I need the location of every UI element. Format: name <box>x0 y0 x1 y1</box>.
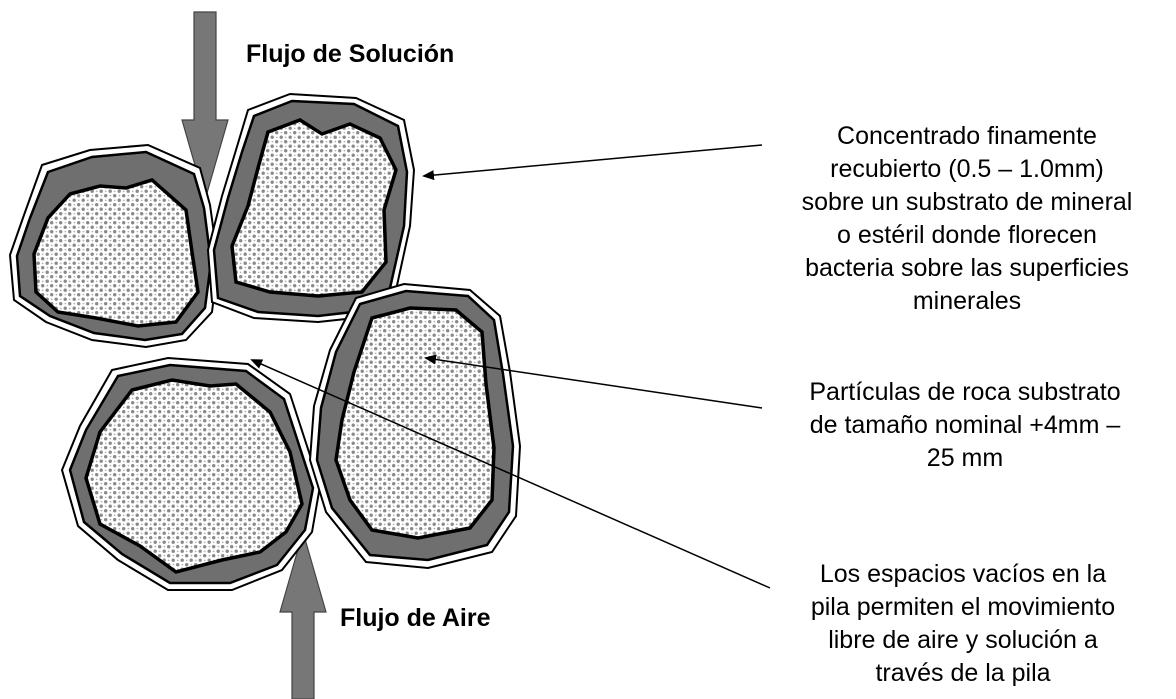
particles-annotation-line: 25 mm <box>926 444 1004 472</box>
coating-annotation-line: minerales <box>912 287 1022 315</box>
voids-annotation: Los espacios vacíos en la pila permiten … <box>772 558 1154 690</box>
rock-particle-top-center <box>206 92 416 324</box>
coating-annotation-line: o estéril donde florecen <box>837 221 1097 249</box>
coating-annotation-line: recubierto (0.5 – 1.0mm) <box>830 155 1104 183</box>
coating-annotation-line: sobre un substrato de mineral <box>801 188 1133 216</box>
coating-leader-line <box>422 144 763 181</box>
particles-annotation-line: de tamaño nominal +4mm – <box>809 411 1121 439</box>
rock-particle-bottom-right <box>308 282 522 570</box>
air-flow-label: Flujo de Aire <box>340 604 491 632</box>
voids-leader-line <box>250 359 771 589</box>
particles-annotation-line: Partículas de roca substrato <box>809 378 1121 406</box>
coating-annotation: Concentrado finamente recubierto (0.5 – … <box>766 120 1168 318</box>
voids-annotation-line: través de la pila <box>875 659 1051 687</box>
particles-annotation: Partículas de roca substrato de tamaño n… <box>768 376 1162 475</box>
air-flow-arrow <box>279 529 327 699</box>
rock-particle-top-left <box>8 143 220 349</box>
particles-leader-line <box>424 354 763 409</box>
voids-annotation-line: Los espacios vacíos en la <box>819 560 1107 588</box>
solution-flow-arrow <box>181 11 229 203</box>
voids-annotation-line: pila permiten el movimiento <box>810 593 1116 621</box>
coating-annotation-line: bacteria sobre las superficies <box>805 254 1129 282</box>
rock-particle-bottom-left <box>60 356 322 591</box>
coating-annotation-line: Concentrado finamente <box>837 122 1097 150</box>
voids-annotation-line: libre de aire y solución a <box>828 626 1098 654</box>
solution-flow-label: Flujo de Solución <box>246 40 455 68</box>
